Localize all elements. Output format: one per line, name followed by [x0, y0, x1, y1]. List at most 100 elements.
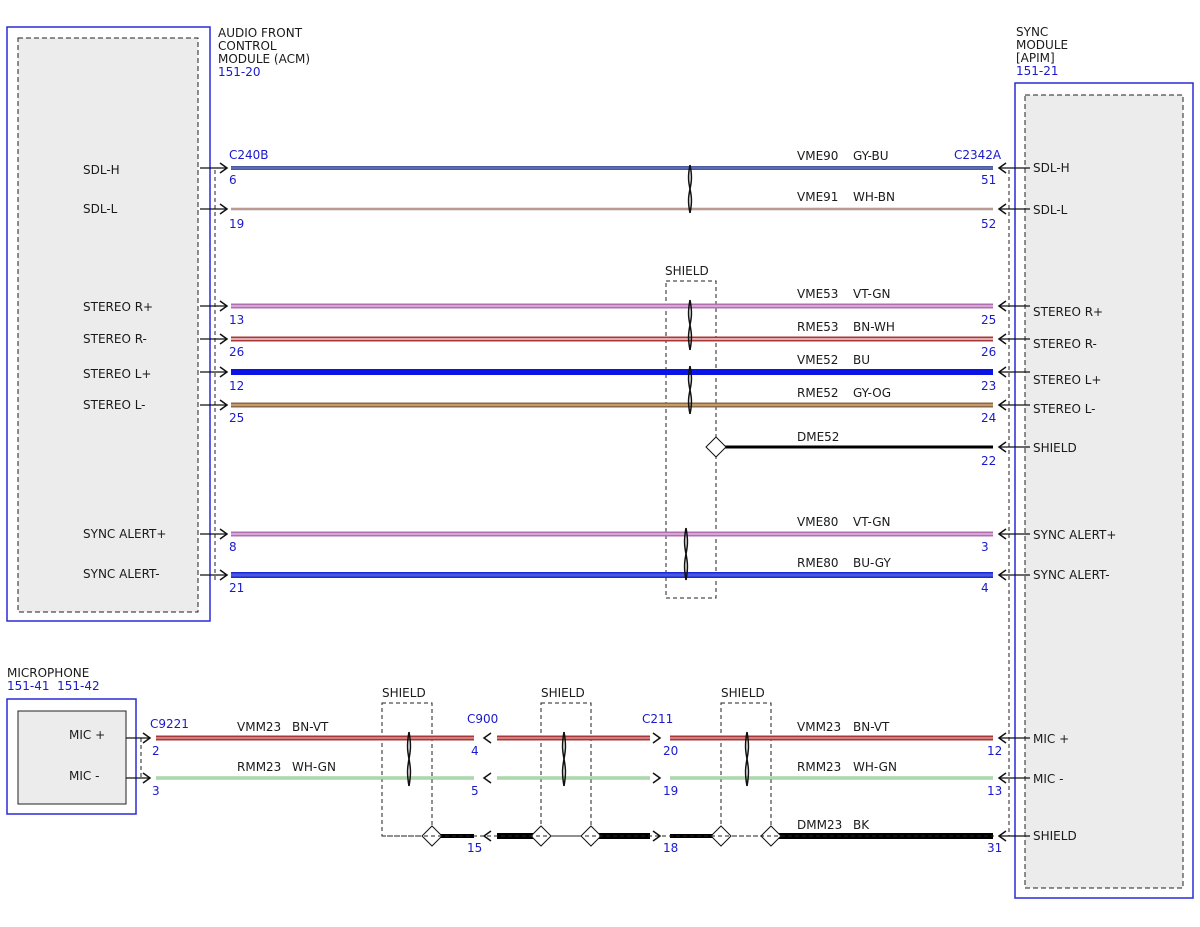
- color-code-VME91: WH-BN: [853, 190, 895, 204]
- color-code-VME80: VT-GN: [853, 515, 890, 529]
- pin-number-acm-RME52: 25: [229, 411, 244, 425]
- arrow-acm-RME53: [219, 333, 229, 345]
- apim-pin-stereo-l-plus: STEREO L+: [1033, 373, 1101, 387]
- color-code-RMM23-b: WH-GN: [853, 760, 897, 774]
- connector-inline-1: C900: [467, 712, 498, 726]
- acm-pin-stereo-r-minus: STEREO R-: [83, 332, 147, 346]
- shield-label-mic-2: SHIELD: [541, 686, 585, 700]
- acm-title-line-3: MODULE (ACM): [218, 52, 310, 66]
- color-code-VMM23-b: BN-VT: [853, 720, 890, 734]
- acm-pin-stereo-l-plus: STEREO L+: [83, 367, 151, 381]
- apim-pin-stereo-l-minus: STEREO L-: [1033, 402, 1096, 416]
- arrow-acm-VME90: [219, 162, 229, 174]
- circuit-id-RME52: RME52: [797, 386, 839, 400]
- acm-module-box: [6, 26, 211, 622]
- pin-number-apim-DME52: 22: [981, 454, 996, 468]
- arrow-acm-VME80: [219, 528, 229, 540]
- shield-ground-diamond-mic-2: [530, 825, 552, 847]
- apim-pin-sync-alert-plus: SYNC ALERT+: [1033, 528, 1116, 542]
- arrow-acm-VME91: [219, 203, 229, 215]
- mic-module-inner: [17, 710, 127, 805]
- acm-pin-sync-alert-minus: SYNC ALERT-: [83, 567, 160, 581]
- apim-pin-shield: SHIELD: [1033, 441, 1077, 455]
- pin-number-apim-VME91: 52: [981, 217, 996, 231]
- apim-module-box: [1014, 82, 1194, 899]
- shield-label-mic-3: SHIELD: [721, 686, 765, 700]
- pin-number-apim-VMM23: 12: [987, 744, 1002, 758]
- acm-ref: 151-20: [218, 65, 261, 79]
- mic-pin-minus: MIC -: [69, 769, 99, 783]
- apim-pin-stereo-r-minus: STEREO R-: [1033, 337, 1097, 351]
- mic-pin-plus: MIC +: [69, 728, 105, 742]
- twist-sync-alert-b: [683, 527, 689, 581]
- pin-number-c211-RMM23: 19: [663, 784, 678, 798]
- shield-label-main: SHIELD: [665, 264, 709, 278]
- circuit-id-VME53: VME53: [797, 287, 838, 301]
- arrow-acm-RME52: [219, 399, 229, 411]
- pin-number-acm-VME91: 19: [229, 217, 244, 231]
- circuit-id-VMM23-b: VMM23: [797, 720, 841, 734]
- pin-number-apim-VME53: 25: [981, 313, 996, 327]
- pin-number-acm-VME52: 12: [229, 379, 244, 393]
- apim-pin-sdl-h: SDL-H: [1033, 161, 1070, 175]
- acm-pin-sdl-h: SDL-H: [83, 163, 120, 177]
- arrow-acm-VME52: [219, 366, 229, 378]
- acm-pin-sync-alert-plus: SYNC ALERT+: [83, 527, 166, 541]
- connector-mic: C9221: [150, 717, 189, 731]
- pin-number-c211-VMM23: 20: [663, 744, 678, 758]
- apim-pin-mic-minus: MIC -: [1033, 772, 1063, 786]
- pin-number-c211-DMM23: 18: [663, 841, 678, 855]
- apim-ref: 151-21: [1016, 64, 1059, 78]
- connector-inline-2: C211: [642, 712, 673, 726]
- color-code-DMM23: BK: [853, 818, 870, 832]
- color-code-RME53: BN-WH: [853, 320, 895, 334]
- pin-number-acm-RME53: 26: [229, 345, 244, 359]
- connector-acm: C240B: [229, 148, 269, 162]
- pin-number-acm-VME80: 8: [229, 540, 237, 554]
- pin-number-apim-RMM23: 13: [987, 784, 1002, 798]
- mic-module-box: [6, 698, 137, 815]
- pin-number-acm-VME53: 13: [229, 313, 244, 327]
- apim-pin-sync-alert-minus: SYNC ALERT-: [1033, 568, 1110, 582]
- shield-box-mic-1: [381, 702, 433, 837]
- pin-number-c900-DMM23: 15: [467, 841, 482, 855]
- apim-title-line-1: SYNC: [1016, 25, 1048, 39]
- arrow-mic-VMM23: [142, 732, 152, 744]
- acm-title-line-2: CONTROL: [218, 39, 277, 53]
- arrow-c900-VMM23: [482, 732, 492, 744]
- circuit-id-RME53: RME53: [797, 320, 839, 334]
- color-code-VME90: GY-BU: [853, 149, 889, 163]
- pin-number-apim-RME53: 26: [981, 345, 996, 359]
- arrow-mic-RMM23: [142, 772, 152, 784]
- pin-number-apim-DMM23: 31: [987, 841, 1002, 855]
- apim-title-line-2: MODULE: [1016, 38, 1068, 52]
- connector-apim: C2342A: [954, 148, 1002, 162]
- pin-number-c900-RMM23: 5: [471, 784, 479, 798]
- circuit-id-RMM23-b: RMM23: [797, 760, 841, 774]
- twist-stereo-r-b: [687, 299, 693, 351]
- apim-pin-shield-mic: SHIELD: [1033, 829, 1077, 843]
- mic-title: MICROPHONE: [7, 666, 89, 680]
- arrow-c900-RMM23: [482, 772, 492, 784]
- acm-pin-stereo-l-minus: STEREO L-: [83, 398, 146, 412]
- circuit-id-DME52: DME52: [797, 430, 839, 444]
- arrow-c211-DMM23: [652, 830, 662, 842]
- shield-label-mic-1: SHIELD: [382, 686, 426, 700]
- shield-ground-diamond-mic-3: [580, 825, 602, 847]
- shield-box-mic-2: [540, 702, 592, 837]
- pin-number-apim-VME52: 23: [981, 379, 996, 393]
- twist-mic-3-b: [744, 731, 750, 787]
- circuit-id-VME91: VME91: [797, 190, 838, 204]
- apim-pin-sdl-l: SDL-L: [1033, 203, 1068, 217]
- acm-title-line-1: AUDIO FRONT: [218, 26, 303, 40]
- pin-number-c900-VMM23: 4: [471, 744, 479, 758]
- apim-pin-mic-plus: MIC +: [1033, 732, 1069, 746]
- twist-sdl-b: [687, 164, 693, 214]
- pin-number-mic-RMM23: 3: [152, 784, 160, 798]
- arrow-c211-VMM23: [652, 732, 662, 744]
- circuit-id-DMM23: DMM23: [797, 818, 842, 832]
- shield-ground-diamond-main: [705, 436, 727, 458]
- acm-module-inner: [17, 37, 199, 613]
- circuit-id-VME80: VME80: [797, 515, 838, 529]
